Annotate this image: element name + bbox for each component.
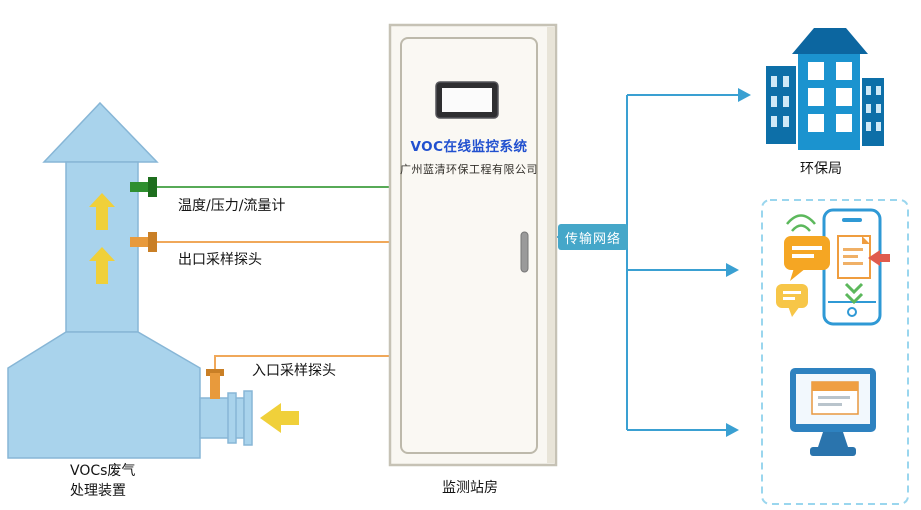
cabinet-display-screen <box>435 81 499 119</box>
gas-flow-up-arrow-icon <box>89 193 115 284</box>
station-label: 监测站房 <box>442 480 498 496</box>
cabinet-company-name: 广州蓝清环保工程有限公司 <box>400 163 538 176</box>
cabinet-system-title: VOC在线监控系统 <box>410 139 528 155</box>
monitoring-cabinet-icon <box>388 23 558 467</box>
flow-meter-label: 温度/压力/流量计 <box>178 198 286 214</box>
cabinet-door-handle <box>520 231 529 273</box>
red-arrow-icon <box>868 250 890 266</box>
chat-bubble-icon <box>776 236 830 317</box>
inlet-pipe <box>199 390 253 446</box>
desktop-computer-icon <box>790 368 876 456</box>
smartphone-messages-icon <box>776 208 890 326</box>
epa-building-icon <box>766 28 884 150</box>
inlet-probe-tap-icon <box>206 369 224 399</box>
outlet-probe-label: 出口采样探头 <box>178 252 262 268</box>
arrowhead-to-computer <box>726 423 739 437</box>
vocs-treatment-stack-icon <box>7 101 299 459</box>
flow-meter-tap-icon <box>130 177 157 197</box>
treatment-device-label-line2: 处理装置 <box>70 483 126 499</box>
inlet-probe-label: 入口采样探头 <box>252 363 336 379</box>
sensor-lines <box>156 186 390 374</box>
document-icon <box>837 235 871 279</box>
receiver-group-dashed-box <box>761 199 909 505</box>
treatment-device-label-line1: VOCs废气 <box>70 463 136 479</box>
outlet-probe-tap-icon <box>130 232 157 252</box>
treatment-device-label: VOCs废气 处理装置 <box>70 461 135 501</box>
green-chevrons-icon <box>844 282 864 305</box>
epa-label: 环保局 <box>800 161 842 177</box>
gas-inlet-left-arrow-icon <box>260 403 299 433</box>
transmission-network-badge: 传输网络 <box>558 224 628 250</box>
wifi-icon <box>791 224 811 232</box>
arrowhead-to-phone <box>726 263 739 277</box>
arrowhead-to-epa <box>738 88 751 102</box>
network-lines <box>556 88 751 437</box>
